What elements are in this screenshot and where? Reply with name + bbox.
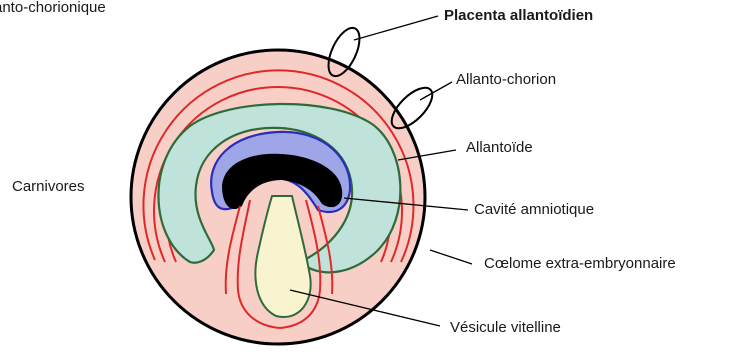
label-top-left: anto-chorionique — [0, 0, 106, 16]
label-cavite-amniotique: Cavité amniotique — [474, 201, 594, 218]
label-coelome: Cœlome extra-embryonnaire — [484, 255, 676, 272]
leader-coelome — [430, 250, 472, 264]
label-carnivores: Carnivores — [12, 178, 85, 195]
loop-placenta — [322, 23, 366, 80]
label-placenta: Placenta allantoïdien — [444, 7, 593, 24]
label-vesicule: Vésicule vitelline — [450, 319, 561, 336]
label-allanto-chorion: Allanto-chorion — [456, 71, 556, 88]
leader-placenta — [354, 16, 438, 40]
label-allantoide: Allantoïde — [466, 139, 533, 156]
leader-allanto-chorion — [420, 82, 452, 100]
